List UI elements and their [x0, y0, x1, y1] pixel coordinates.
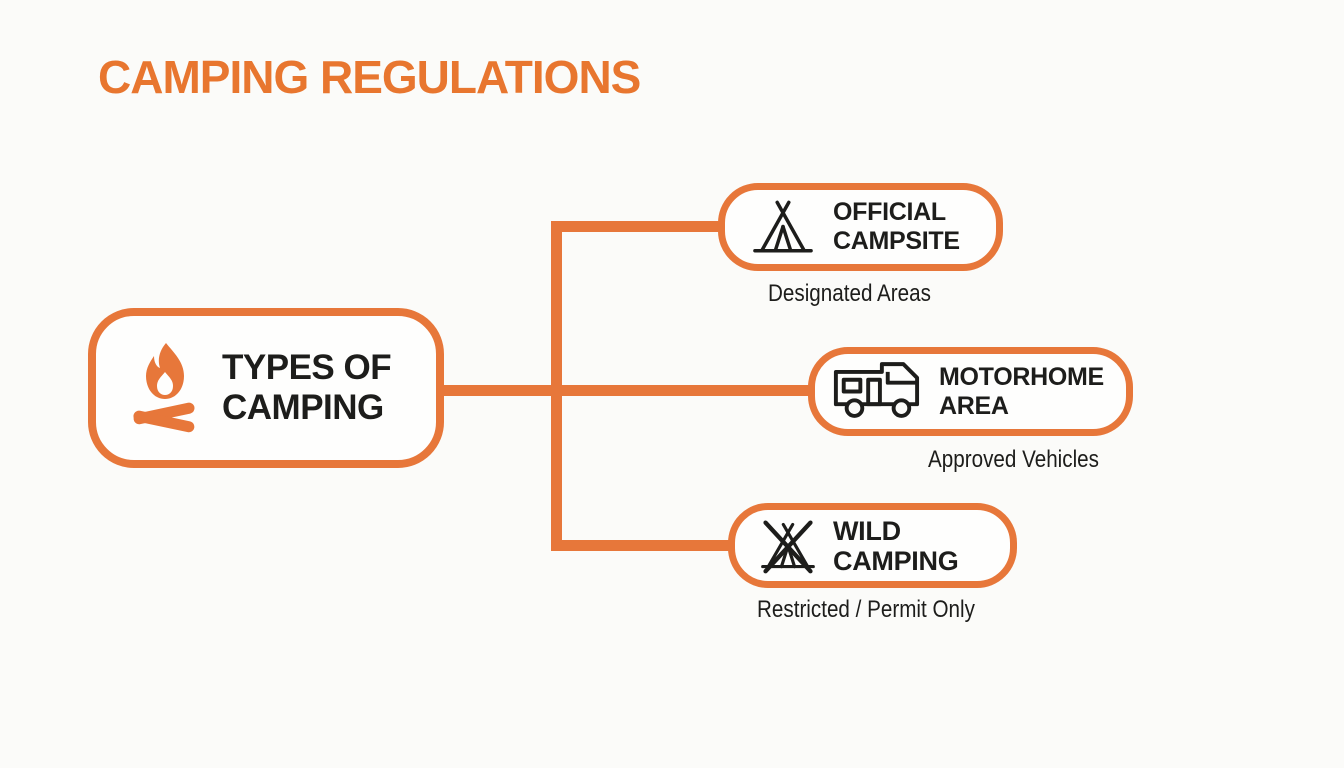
- motorhome-area-label-line2: AREA: [939, 391, 1009, 420]
- motorhome-area-label: MOTORHOME AREA: [939, 363, 1104, 421]
- node-motorhome-area: MOTORHOME AREA: [808, 347, 1133, 436]
- root-node-label: TYPES OF CAMPING: [222, 348, 392, 428]
- motorhome-area-label-line1: MOTORHOME: [939, 362, 1104, 391]
- official-campsite-label: OFFICIAL CAMPSITE: [833, 198, 960, 256]
- wild-camping-label: WILD CAMPING: [833, 516, 1010, 576]
- official-campsite-subtitle: Designated Areas: [768, 280, 931, 307]
- connector-branch-wild: [551, 540, 732, 551]
- connector-branch-official: [551, 221, 722, 232]
- campfire-icon: [132, 343, 196, 433]
- connector-root-to-trunk: [440, 385, 812, 396]
- crossed-tent-icon: [759, 517, 817, 575]
- root-node-label-line2: CAMPING: [222, 388, 384, 427]
- node-wild-camping: WILD CAMPING: [728, 503, 1017, 588]
- motorhome-icon: [831, 360, 921, 423]
- node-official-campsite: OFFICIAL CAMPSITE: [718, 183, 1003, 271]
- connector-trunk-vertical: [551, 221, 562, 551]
- root-node-label-line1: TYPES OF: [222, 348, 392, 387]
- node-types-of-camping: TYPES OF CAMPING: [88, 308, 444, 468]
- tent-icon: [753, 200, 813, 255]
- wild-camping-label-line1: WILD CAMPING: [833, 515, 959, 576]
- wild-camping-subtitle: Restricted / Permit Only: [757, 596, 975, 623]
- motorhome-area-subtitle: Approved Vehicles: [928, 446, 1099, 473]
- official-campsite-label-line2: CAMPSITE: [833, 227, 960, 255]
- official-campsite-label-line1: OFFICIAL: [833, 198, 946, 226]
- page-title: CAMPING REGULATIONS: [98, 51, 641, 103]
